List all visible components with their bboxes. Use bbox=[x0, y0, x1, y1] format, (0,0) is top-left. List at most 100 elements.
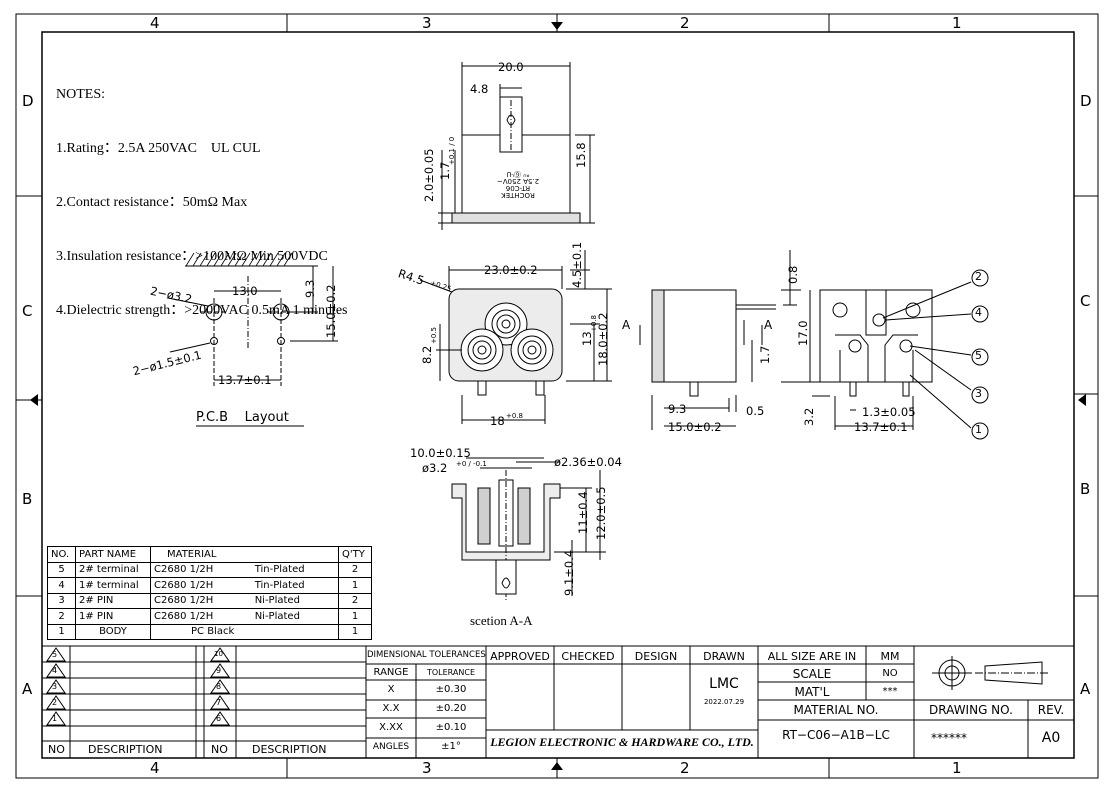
dim-top-width: 20.0 bbox=[498, 60, 524, 74]
dim-pcb-93: 9.3 bbox=[303, 279, 317, 298]
zone-bottom-2: 2 bbox=[680, 759, 690, 777]
rev-right-6: 6 bbox=[216, 714, 222, 723]
company-name: LEGION ELECTRONIC & HARDWARE CO., LTD. bbox=[490, 735, 754, 749]
callout-3: 3 bbox=[975, 387, 982, 400]
zone-top-1: 1 bbox=[952, 14, 962, 32]
callout-2: 2 bbox=[975, 270, 982, 283]
tol-range-xxx: X.XX bbox=[379, 722, 403, 733]
zone-left-b: B bbox=[22, 490, 33, 508]
tol-range-x: X bbox=[387, 684, 395, 695]
section-title: scetion A-A bbox=[470, 613, 533, 628]
projection-symbol-icon bbox=[932, 656, 1050, 690]
zone-bottom-4: 4 bbox=[150, 759, 160, 777]
matl-label: MAT'L bbox=[794, 685, 830, 699]
dim-side-32: 3.2 bbox=[802, 407, 816, 426]
dim-front-45: 4.5±0.1 bbox=[570, 241, 584, 288]
zone-right-d: D bbox=[1080, 92, 1092, 110]
rev-right-10: 10 bbox=[214, 650, 223, 658]
tol-value-xx: ±0.20 bbox=[435, 703, 467, 714]
tol-value-x: ±0.30 bbox=[435, 684, 467, 695]
product-marking: ROCHTEK RT-C06 2.5A 250V~ ᴿᵁ ⒼᴸU bbox=[496, 170, 540, 199]
notes-block: NOTES: 1.Rating：2.5A 250VAC UL CUL 2.Con… bbox=[56, 50, 348, 338]
bom-header-material: MATERIAL bbox=[150, 546, 339, 563]
bom-table: NO. PART NAME MATERIAL Q'TY 5 2# termina… bbox=[47, 546, 372, 640]
dim-section-91: 9.1±0.4 bbox=[562, 549, 576, 596]
tol-value-angles: ±1° bbox=[441, 741, 461, 752]
size-label: ALL SIZE ARE IN bbox=[767, 650, 857, 663]
zone-left-c: C bbox=[22, 302, 33, 320]
top-view bbox=[438, 62, 595, 230]
dim-pcb-15: 15.0±0.2 bbox=[324, 284, 338, 338]
notes-title: NOTES: bbox=[56, 87, 105, 102]
dim-side-137: 13.7±0.1 bbox=[854, 420, 908, 434]
size-unit: MM bbox=[880, 650, 900, 663]
bom-header-part: PART NAME bbox=[75, 546, 151, 563]
drawing-no-value: ****** bbox=[931, 731, 967, 745]
dim-top-height: 15.8 bbox=[574, 142, 588, 168]
dim-side-17: 1.7 bbox=[758, 345, 772, 364]
bom-header-qty: Q'TY bbox=[338, 546, 372, 563]
rev-col-desc-left: DESCRIPTION bbox=[88, 743, 163, 756]
dim-section-236: ø2.36±0.04 bbox=[554, 455, 622, 469]
rev-left-5: 5 bbox=[52, 650, 58, 659]
zone-top-2: 2 bbox=[680, 14, 690, 32]
rev-col-no-right: NO bbox=[211, 743, 228, 756]
callout-4: 4 bbox=[975, 306, 982, 319]
front-view bbox=[419, 250, 612, 424]
dim-side-93: 9.3 bbox=[668, 402, 687, 416]
table-row: 2 1# PIN C2680 1/2H Ni-Plated 1 bbox=[47, 608, 372, 625]
table-row: 1 BODY PC Black 1 bbox=[47, 623, 372, 640]
zone-bottom-3: 3 bbox=[422, 759, 432, 777]
dim-side-13: 1.3±0.05 bbox=[862, 405, 916, 419]
zone-left-a: A bbox=[22, 680, 33, 698]
scale-label: SCALE bbox=[792, 667, 832, 681]
dim-top-step-tol: +0.1 / 0 bbox=[448, 136, 456, 165]
zone-top-3: 3 bbox=[422, 14, 432, 32]
zone-right-c: C bbox=[1080, 292, 1091, 310]
dim-pcb-13: 13.0 bbox=[232, 284, 258, 298]
dim-front-width: 23.0±0.2 bbox=[484, 263, 538, 277]
dim-front-18v: 18.0±0.2 bbox=[596, 312, 610, 366]
dim-section-12: 12.0±0.5 bbox=[594, 486, 608, 540]
zone-top-4: 4 bbox=[150, 14, 160, 32]
rev-left-3: 3 bbox=[52, 682, 58, 691]
note-line: 2.Contact resistance：50mΩ Max bbox=[56, 195, 248, 210]
rev-right-8: 8 bbox=[216, 682, 222, 691]
material-no-value: RT−C06−A1B−LC bbox=[782, 728, 890, 742]
bom-header-no: NO. bbox=[47, 546, 76, 563]
scale-value: NO bbox=[882, 668, 898, 679]
rev-left-2: 2 bbox=[52, 698, 58, 707]
callout-5: 5 bbox=[975, 349, 982, 362]
rev-value: A0 bbox=[1041, 730, 1061, 746]
drawn-label: DRAWN bbox=[703, 650, 745, 663]
dim-section-11: 11±0.4 bbox=[576, 491, 590, 534]
dim-section-32: ø3.2 bbox=[422, 461, 448, 475]
rev-col-desc-right: DESCRIPTION bbox=[252, 743, 327, 756]
tol-range-header: RANGE bbox=[373, 667, 409, 678]
matl-value: *** bbox=[882, 686, 898, 697]
dim-side-150: 15.0±0.2 bbox=[668, 420, 722, 434]
tol-range-xx: X.X bbox=[382, 703, 400, 714]
table-row: 4 1# terminal C2680 1/2H Tin-Plated 1 bbox=[47, 577, 372, 594]
rev-right-7: 7 bbox=[216, 698, 222, 707]
tol-header: TOLERANCE bbox=[426, 668, 476, 677]
zone-bottom-1: 1 bbox=[952, 759, 962, 777]
zone-left-d: D bbox=[22, 92, 34, 110]
dim-top-thickness: 2.0±0.05 bbox=[422, 148, 436, 202]
callout-1: 1 bbox=[975, 423, 982, 436]
dim-top-tab: 4.8 bbox=[470, 82, 489, 96]
zone-right-b: B bbox=[1080, 480, 1091, 498]
rev-col-no-left: NO bbox=[48, 743, 65, 756]
table-row: 3 2# PIN C2680 1/2H Ni-Plated 2 bbox=[47, 592, 372, 609]
note-line: 4.Dielectric strength：>2000VAC 0.5mA 1 m… bbox=[56, 303, 348, 318]
rev-left-4: 4 bbox=[52, 666, 58, 675]
table-row: 5 2# terminal C2680 1/2H Tin-Plated 2 bbox=[47, 561, 372, 578]
note-line: 1.Rating：2.5A 250VAC UL CUL bbox=[56, 141, 261, 156]
checked-label: CHECKED bbox=[561, 650, 615, 663]
zone-right-a: A bbox=[1080, 680, 1091, 698]
dim-side-05: 0.5 bbox=[746, 404, 765, 418]
material-no-label: MATERIAL NO. bbox=[793, 703, 879, 717]
tol-range-angles: ANGLES bbox=[372, 742, 410, 752]
bom-header-row: NO. PART NAME MATERIAL Q'TY bbox=[47, 546, 372, 563]
section-marker-a-left: A bbox=[622, 318, 631, 332]
